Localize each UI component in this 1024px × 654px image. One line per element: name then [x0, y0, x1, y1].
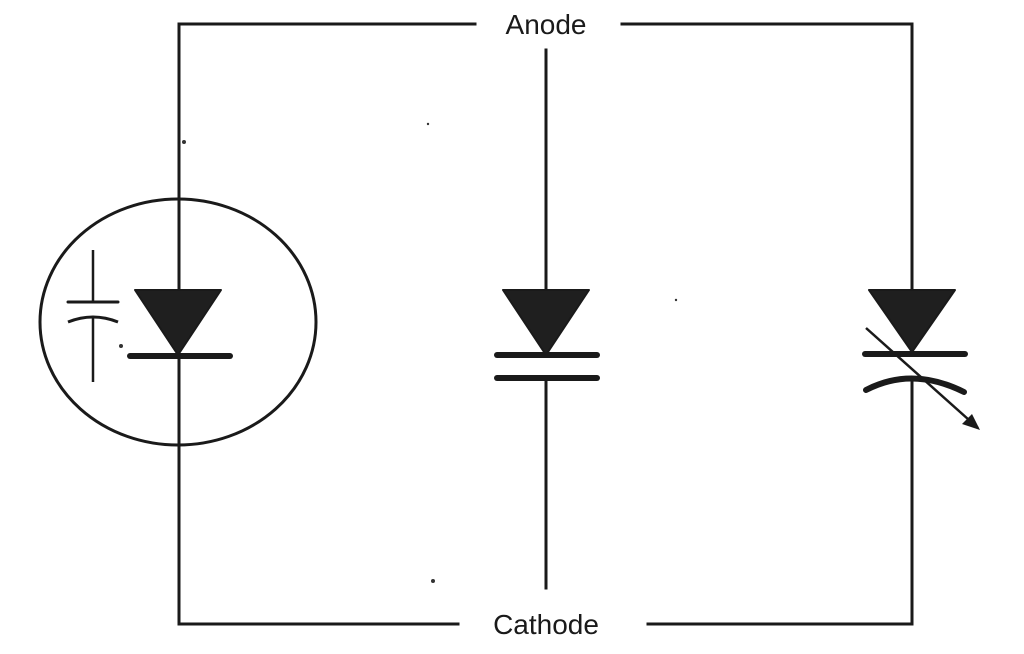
variable-diode-curved-plate [863, 375, 967, 395]
cathode-label: Cathode [493, 609, 599, 640]
variable-arrow-icon [865, 327, 979, 429]
anode-bus [177, 22, 914, 292]
varactor-triangle [502, 289, 590, 356]
anode-label: Anode [506, 9, 587, 40]
diode-in-circle-symbol [38, 197, 318, 447]
variable-varactor-symbol [862, 289, 980, 430]
diode-triangle [134, 289, 222, 356]
enclosure-circle [38, 197, 318, 447]
arrow-head-icon [962, 414, 980, 430]
capacitor-icon [66, 250, 120, 382]
variable-diode-triangle [868, 289, 956, 353]
varactor-diode-symbol [494, 48, 600, 590]
scan-specks [182, 122, 678, 583]
